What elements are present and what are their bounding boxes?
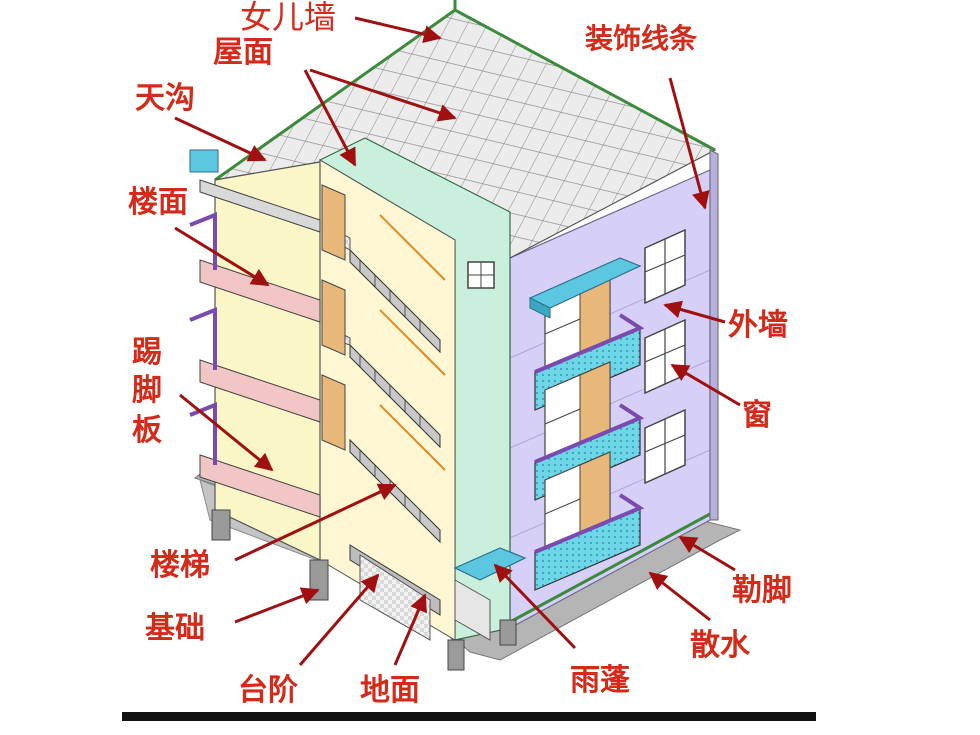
- doors: [321, 184, 346, 451]
- label-roof: 屋面: [213, 35, 273, 70]
- window: [644, 408, 686, 485]
- label-plinth: 勒脚: [732, 573, 792, 608]
- arrow-canopy: [493, 563, 577, 650]
- arrow-exterior-wall: [663, 300, 726, 324]
- arrow-window: [670, 363, 741, 407]
- label-decorative-molding: 装饰线条: [585, 22, 697, 55]
- arrow-roof-b: [309, 68, 457, 122]
- label-canopy: 雨蓬: [570, 663, 630, 698]
- label-ground: 地面: [360, 673, 420, 708]
- label-gutter: 天沟: [135, 81, 195, 116]
- floor-slabs: [199, 179, 321, 518]
- balcony-floor-1: [534, 451, 645, 591]
- label-skirting-3: 板: [132, 413, 162, 448]
- arrow-floor: [174, 226, 270, 287]
- windows-right: [644, 228, 686, 485]
- arrow-plinth: [678, 535, 736, 572]
- label-skirting-2: 脚: [132, 373, 162, 408]
- baseline-bar: [122, 712, 816, 721]
- left-balcony-rails: [189, 149, 219, 465]
- arrow-steps: [298, 573, 380, 666]
- balconies: [528, 257, 645, 591]
- arrow-roof-a: [303, 69, 357, 167]
- label-stairs: 楼梯: [150, 548, 210, 583]
- stair-window: [467, 261, 495, 289]
- stair-tower: [318, 137, 511, 641]
- label-skirting-1: 踢: [132, 335, 162, 370]
- arrow-apron: [648, 571, 711, 622]
- label-window: 窗: [742, 398, 772, 433]
- roof: [214, 0, 719, 521]
- label-floor-slab: 楼面: [128, 185, 188, 220]
- window: [644, 228, 686, 305]
- annotation-labels: 女儿墙 屋面 天沟 楼面 踢 脚 板 楼梯 基础 台阶 地面 雨蓬 勒脚 散水 …: [128, 0, 792, 708]
- arrow-gutter: [174, 116, 267, 162]
- arrow-molding: [668, 77, 710, 210]
- label-exterior-wall: 外墙: [728, 308, 788, 343]
- arrow-ground: [393, 593, 427, 666]
- label-foundation: 基础: [145, 611, 205, 646]
- balcony-canopy: [528, 257, 642, 319]
- arrow-parapet: [354, 16, 442, 44]
- label-steps: 台阶: [238, 673, 298, 708]
- arrow-skirting: [179, 393, 274, 472]
- label-apron: 散水: [690, 628, 751, 663]
- label-parapet: 女儿墙: [240, 0, 336, 36]
- annotation-arrows: [174, 16, 741, 666]
- arrow-foundation: [234, 587, 320, 624]
- entrance-canopy: [453, 547, 527, 641]
- arrow-stairs: [234, 483, 397, 562]
